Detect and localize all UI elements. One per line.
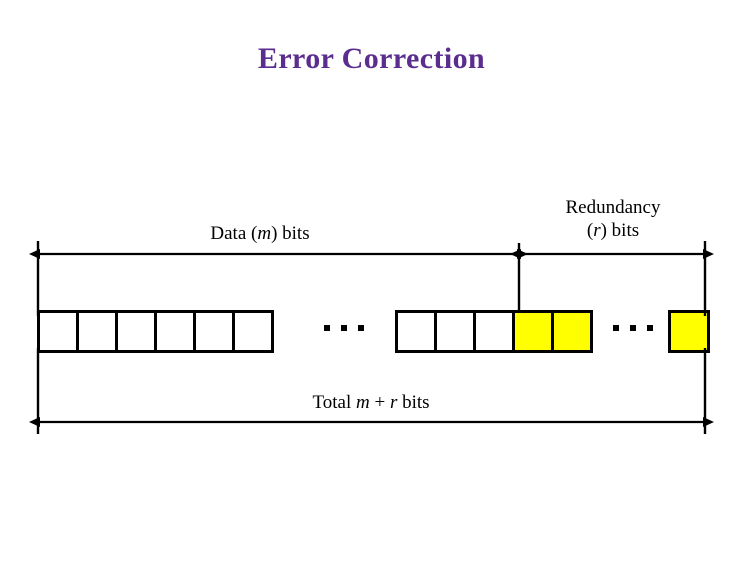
data-label-variable: m — [257, 223, 272, 244]
redundancy-label-prefix: ( — [586, 220, 594, 241]
total-label-variable-m: m — [355, 392, 370, 413]
bit-cell — [193, 310, 235, 353]
data-label-prefix: Data ( — [210, 223, 258, 244]
redundancy-bits-trailing-group — [668, 310, 710, 353]
bit-cell — [434, 310, 476, 353]
ellipsis-dot — [647, 325, 653, 331]
bit-cell — [115, 310, 157, 353]
ellipsis-dot — [358, 325, 364, 331]
ellipsis-dot — [341, 325, 347, 331]
bit-cell-redundancy — [512, 310, 554, 353]
data-bits-leading-group — [37, 310, 274, 353]
bit-cell-redundancy — [668, 310, 710, 353]
ellipsis-dot — [613, 325, 619, 331]
bit-cell — [473, 310, 515, 353]
ellipsis-redundancy-icon — [613, 325, 653, 331]
bit-cell-redundancy — [551, 310, 593, 353]
total-label-operator: + — [369, 392, 390, 413]
ellipsis-dot — [324, 325, 330, 331]
redundancy-label-line2: (r) bits — [520, 219, 706, 242]
total-span-label: Total m + r bits — [37, 391, 705, 414]
redundancy-span-label: Redundancy(r) bits — [520, 196, 706, 242]
total-label-suffix: bits — [397, 392, 430, 413]
data-and-redundancy-bits-group — [395, 310, 593, 353]
ellipsis-data-icon — [324, 325, 364, 331]
bit-cell — [232, 310, 274, 353]
page-title: Error Correction — [257, 42, 486, 75]
redundancy-label-suffix: ) bits — [600, 220, 640, 241]
bit-cell — [76, 310, 118, 353]
redundancy-label-variable: r — [593, 220, 601, 241]
bit-cell — [395, 310, 437, 353]
data-span-label: Data (m) bits — [0, 222, 520, 245]
redundancy-label-line1: Redundancy — [565, 197, 661, 218]
total-label-variable-r: r — [389, 392, 398, 413]
data-label-suffix: ) bits — [271, 223, 310, 244]
bit-cell — [154, 310, 196, 353]
ellipsis-dot — [630, 325, 636, 331]
total-label-prefix: Total — [312, 392, 356, 413]
bit-cell — [37, 310, 79, 353]
